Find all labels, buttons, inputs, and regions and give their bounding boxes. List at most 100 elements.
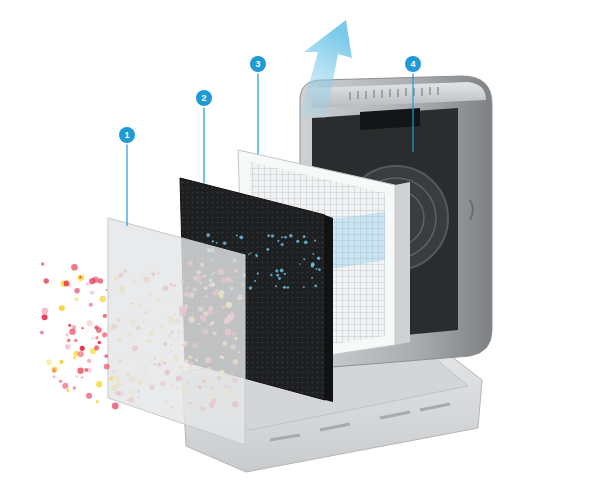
particle xyxy=(267,234,270,237)
particle xyxy=(72,325,76,329)
particle xyxy=(78,351,84,357)
particle xyxy=(81,376,83,378)
particle xyxy=(95,336,99,340)
particle xyxy=(311,264,314,267)
callout-number: 2 xyxy=(196,90,212,106)
particle xyxy=(104,364,110,370)
particle xyxy=(89,303,93,307)
particle xyxy=(287,286,289,288)
particle xyxy=(270,274,272,276)
particle xyxy=(44,278,49,283)
particle xyxy=(266,248,269,251)
particle xyxy=(87,320,93,326)
particle xyxy=(275,269,278,272)
particle xyxy=(55,370,57,372)
particle xyxy=(105,289,107,291)
particle xyxy=(109,376,114,381)
particle xyxy=(75,297,79,301)
particle xyxy=(314,239,316,241)
particle xyxy=(41,308,48,315)
particle xyxy=(59,360,63,364)
particle xyxy=(249,286,253,290)
particle xyxy=(98,278,103,283)
particle xyxy=(280,269,284,273)
particle xyxy=(98,341,102,345)
particle xyxy=(94,345,99,350)
particle xyxy=(212,240,214,242)
particle xyxy=(79,276,81,278)
particle xyxy=(303,235,306,238)
particle xyxy=(96,400,99,403)
particle xyxy=(52,368,57,373)
particle xyxy=(296,240,299,243)
particle xyxy=(74,288,79,293)
particle xyxy=(206,233,210,237)
particle xyxy=(102,332,107,337)
particle xyxy=(271,234,274,237)
particle xyxy=(62,383,68,389)
particle xyxy=(77,367,83,373)
particle xyxy=(257,273,259,275)
particle xyxy=(256,255,259,258)
particle xyxy=(299,263,301,265)
particle xyxy=(75,375,78,378)
particle xyxy=(248,254,250,256)
particle xyxy=(42,314,48,320)
particle xyxy=(65,344,71,350)
particle xyxy=(236,235,238,237)
particle xyxy=(317,256,320,259)
particle xyxy=(86,393,92,399)
particle xyxy=(216,242,218,244)
particle xyxy=(255,254,257,256)
particle xyxy=(52,367,58,373)
particle xyxy=(281,243,284,246)
particle xyxy=(281,236,283,238)
particle xyxy=(84,368,88,372)
callout-number: 4 xyxy=(405,56,421,72)
callout-number: 1 xyxy=(119,127,135,143)
particle xyxy=(250,252,252,254)
particle xyxy=(275,285,277,287)
particle xyxy=(87,359,91,363)
particle xyxy=(315,268,317,270)
particle xyxy=(303,258,305,260)
particle xyxy=(52,375,55,378)
particle xyxy=(284,236,287,239)
particle xyxy=(304,240,308,244)
particle xyxy=(64,281,70,287)
particle xyxy=(82,327,84,329)
particle xyxy=(99,296,105,302)
particle xyxy=(41,262,44,265)
particle xyxy=(80,346,85,351)
particle xyxy=(71,264,78,271)
particle xyxy=(223,242,226,245)
particle xyxy=(73,386,76,389)
particle xyxy=(239,235,243,239)
particle xyxy=(276,274,279,277)
particle xyxy=(278,277,281,280)
particle xyxy=(92,337,95,340)
particle xyxy=(94,325,98,329)
particle xyxy=(68,324,71,327)
particle xyxy=(73,356,77,360)
particle xyxy=(318,268,321,271)
particle xyxy=(46,359,52,365)
particle xyxy=(311,277,313,279)
particle xyxy=(283,286,286,289)
particle xyxy=(67,338,71,342)
particle xyxy=(89,278,95,284)
particle xyxy=(289,234,293,238)
particle xyxy=(303,286,305,288)
particle xyxy=(314,285,317,288)
particle xyxy=(67,389,70,392)
particle xyxy=(104,354,108,358)
particle xyxy=(74,339,78,343)
particle xyxy=(112,403,119,410)
particle xyxy=(65,333,69,337)
particle xyxy=(284,273,286,275)
particle xyxy=(40,331,44,335)
particle xyxy=(78,274,84,280)
particle xyxy=(96,381,102,387)
particle xyxy=(86,282,90,286)
